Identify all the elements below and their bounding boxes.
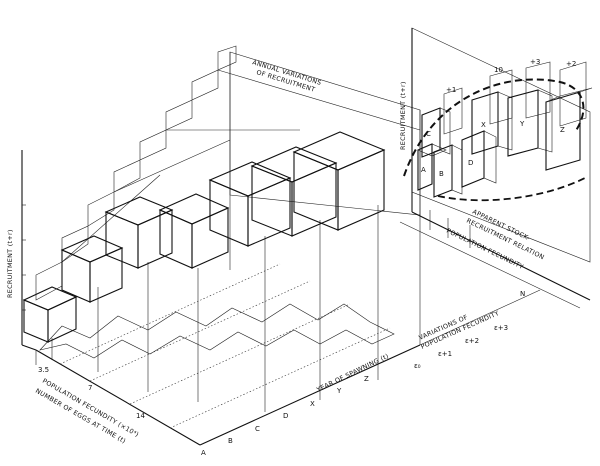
right-y-axis-label: RECRUITMENT (t+r) [399,81,407,150]
right-box-x: X [471,91,513,155]
stock-recruitment-curve-lower [437,177,586,202]
right-box-b: B [433,144,463,198]
projection-line [217,69,421,131]
top-label-plus3: +3 [530,58,540,66]
left-y-axis-label: RECRUITMENT (t+r) [6,229,14,298]
depth-tick-n: N [520,290,525,298]
box-year-x [208,161,292,247]
year-d-label: D [283,412,288,420]
right-box-a: A [417,143,447,191]
fecundity-variations-zigzag [39,303,395,359]
floor-gridline [59,263,281,365]
depth-tick-e3: ε+3 [494,324,508,332]
right-box-c-label: C [426,130,431,138]
fecundity-axis [35,349,201,446]
top-label-plus2: +2 [566,60,576,68]
box-year-b [60,235,124,303]
year-b-label: B [228,437,233,445]
box-year-a [22,286,78,343]
frame-plus1 [443,87,463,135]
year-x-label: X [310,400,315,408]
right-box-b-label: B [439,170,444,178]
right-fecundity-axis [399,221,581,309]
fecundity-tick-3-5: 3.5 [38,366,49,374]
right-box-z-label: Z [560,126,565,134]
year-z-label: Z [364,375,369,383]
fecundity-tick-7: 7 [88,384,92,392]
depth-tick-e2: ε+2 [465,337,479,345]
right-box-y-label: Y [519,120,525,128]
projection-line [61,174,161,263]
frame-10 [489,69,513,125]
stock-recruitment-curve [403,78,585,177]
depth-axis [419,289,541,346]
box-year-c [104,196,174,269]
right-box-d: D [461,130,497,188]
top-label-plus1: +1 [446,86,456,94]
right-floor-axis [411,211,591,301]
depth-tick-e0: ε₀ [414,362,421,370]
right-box-y: Y [507,89,553,157]
left-3d-panel: ANNUAL VARIATIONS OF RECRUITMENT RECRUIT… [6,45,541,457]
frame-plus2 [559,61,587,127]
floor-gridline [89,280,311,382]
right-box-a-label: A [421,166,426,174]
year-of-spawning-label: YEAR OF SPAWNING (t) [314,352,390,394]
top-label-10: 10 [494,66,503,74]
year-axis [199,344,421,446]
box-year-y [250,146,338,237]
box-year-d [158,193,230,269]
depth-tick-e1: ε+1 [438,350,452,358]
right-box-x-label: X [481,121,486,129]
frame-plus3 [525,61,551,119]
year-a-label: A [201,449,206,457]
projection-line [113,139,231,193]
fecundity-tick-14: 14 [136,412,145,420]
right-box-z: Z [545,87,593,171]
year-y-label: Y [336,387,342,395]
right-perspective-panel: A B C D X Y Z [399,27,593,309]
annual-variations-steps [35,45,237,301]
floor-gridline [169,327,391,429]
box-year-z [292,131,386,231]
axis-corner [21,344,37,351]
year-c-label: C [255,425,260,433]
right-box-d-label: D [468,159,473,167]
